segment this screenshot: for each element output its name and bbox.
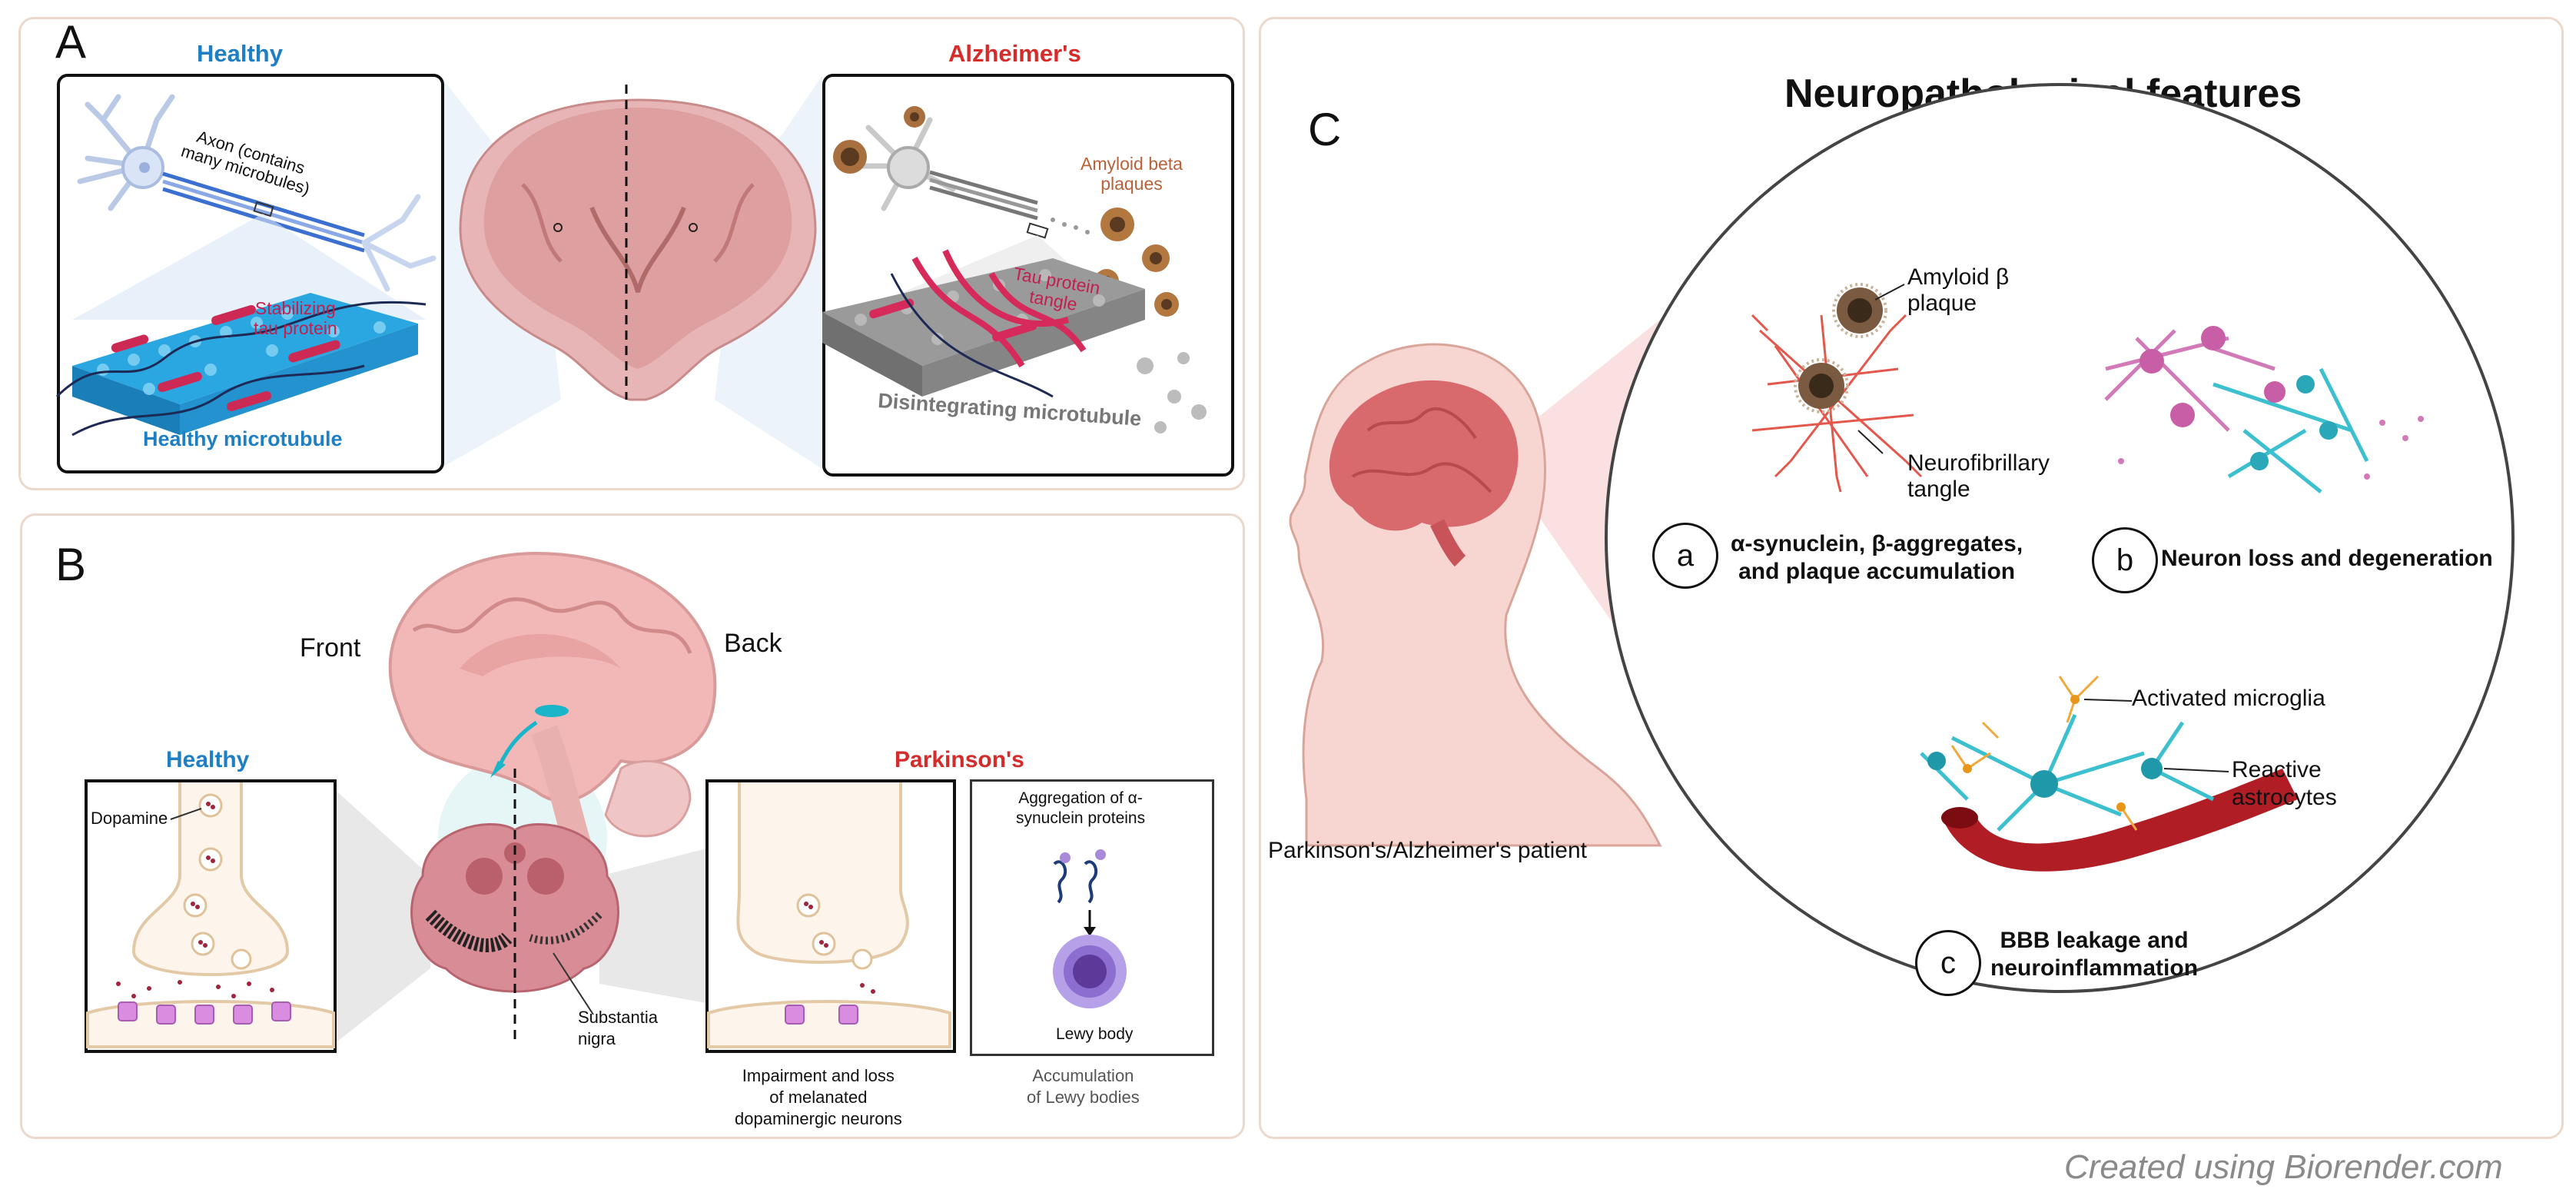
aggregation-line2: synuclein proteins [1016,809,1146,827]
substantia-line1: Substantia [578,1008,658,1027]
stabilizing-tau-label: Stabilizing tau protein [254,298,337,338]
amyloid-plaque-line2: plaque [1907,291,1977,316]
astrocyte-icon [1920,713,2215,832]
parkinsons-synapse-icon [707,782,951,1048]
accumulation-line1: Accumulation [1032,1066,1134,1085]
panel-b-letter: B [55,539,87,590]
impairment-line3: dopaminergic neurons [735,1109,902,1128]
amyloid-plaque-label: Amyloid β plaque [1907,264,2009,317]
blood-vessel-icon [1941,769,2298,872]
panel-a-letter: A [55,16,87,68]
panel-b-healthy-title: Healthy [166,747,250,772]
healthy-microtubule-label: Healthy microtubule [143,427,343,450]
nft-line1: Neurofibrillary [1907,450,2050,476]
substantia-nigra-label: Substantia nigra [578,1007,658,1050]
patient-label: Parkinson's/Alzheimer's patient [1268,838,1587,863]
panel-b-parkinsons-title: Parkinson's [895,747,1024,772]
midbrain-icon [410,769,619,1045]
healthy-neuron-illustration [55,94,437,437]
aggregation-label: Aggregation of α- synuclein proteins [1016,789,1145,829]
lewy-body-icon [1053,849,1127,1008]
impairment-label: Impairment and loss of melanated dopamin… [735,1065,902,1130]
feature-c-marker: c [1915,930,1981,996]
feature-c-label: BBB leakage and neuroinflammation [1990,927,2198,982]
microtubule-icon [55,293,427,437]
feature-c-line1: BBB leakage and [2000,928,2189,953]
amyloid-plaque-line1: Amyloid β [1907,264,2010,290]
synapse-icon [86,782,335,1048]
feature-a-marker: a [1652,523,1718,589]
amyloid-line1: Amyloid beta [1081,154,1183,174]
amyloid-plaques-label: Amyloid beta plaques [1081,154,1183,194]
panel-a-alzheimers-title: Alzheimer's [948,40,1081,67]
amyloid-line2: plaques [1100,174,1163,194]
lewy-body-label: Lewy body [1056,1025,1134,1043]
microglia-label: Activated microglia [2132,686,2325,711]
feature-a-label: α-synuclein, β-aggregates, and plaque ac… [1731,530,2023,586]
impairment-line2: of melanated [769,1088,868,1107]
brain-coronal-icon [459,85,817,401]
head-profile-icon [1289,343,1662,847]
neuron-icon [77,94,175,211]
biorender-credit: Created using Biorender.com [2064,1148,2503,1186]
feature-a-line1: α-synuclein, β-aggregates, [1731,531,2023,556]
alzheimers-neuron-illustration [822,106,1207,433]
panel-a-healthy-title: Healthy [197,40,283,67]
accumulation-label: Accumulation of Lewy bodies [1027,1065,1140,1108]
stabilizing-line2: tau protein [254,318,337,338]
nft-line2: tangle [1907,477,1970,502]
astrocytes-label: Reactive astrocytes [2232,756,2337,812]
feature-b-label: Neuron loss and degeneration [2161,546,2493,571]
front-label: Front [300,633,361,663]
astro-line1: Reactive [2232,757,2322,782]
microglia-icon [1950,675,2138,831]
aggregation-line1: Aggregation of α- [1018,789,1143,807]
dopamine-label: Dopamine [91,809,168,828]
nft-label: Neurofibrillary tangle [1907,450,2050,503]
panel-c-letter: C [1308,104,1342,155]
astro-line2: astrocytes [2232,785,2337,810]
impairment-line1: Impairment and loss [742,1066,895,1085]
stabilizing-line1: Stabilizing [254,298,336,318]
substantia-line2: nigra [578,1029,616,1048]
feature-c-line2: neuroinflammation [1990,955,2199,981]
back-label: Back [724,629,782,658]
feature-b-marker: b [2092,527,2158,593]
accumulation-line2: of Lewy bodies [1027,1088,1140,1107]
brain-sagittal-icon [388,551,717,865]
feature-a-line2: and plaque accumulation [1738,559,2016,584]
lewy-body-box [970,779,1214,1056]
